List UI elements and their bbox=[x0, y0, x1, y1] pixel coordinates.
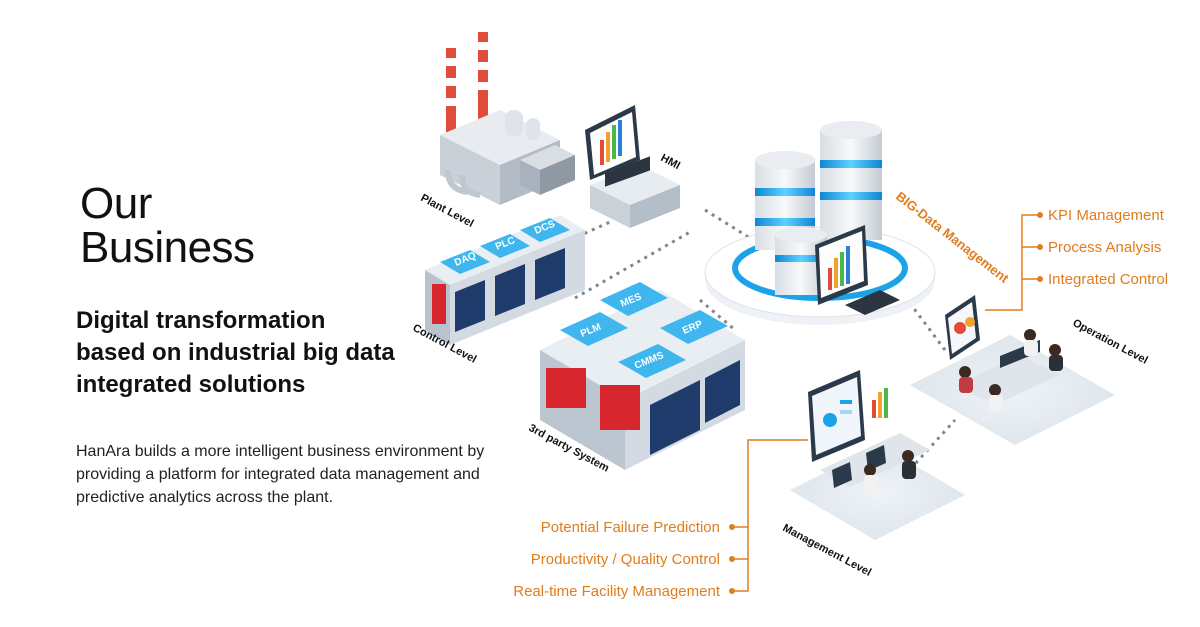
title-line-1: Our bbox=[80, 179, 152, 228]
chip-plm: PLM bbox=[560, 312, 628, 346]
third-party-modules: MES PLM ERP CMMS bbox=[540, 282, 745, 470]
link-control-bigdata bbox=[574, 230, 691, 300]
subtitle: Digital transformation based on industri… bbox=[76, 307, 395, 398]
feature-integrated-control: Integrated Control bbox=[1048, 271, 1168, 288]
chip-daq: DAQ bbox=[440, 250, 490, 274]
feature-potential-failure-prediction: Potential Failure Prediction bbox=[541, 519, 720, 536]
big-data-servers bbox=[704, 121, 936, 325]
title-line-2: Business bbox=[80, 223, 255, 272]
operation-level-label: Operation Level bbox=[1071, 317, 1150, 367]
control-level-modules: DAQ PLC DCS bbox=[425, 215, 585, 345]
feature-kpi-management: KPI Management bbox=[1048, 207, 1165, 224]
management-feature-dots bbox=[729, 524, 735, 594]
feature-productivity-quality-control: Productivity / Quality Control bbox=[531, 551, 720, 568]
chip-plc: PLC bbox=[480, 234, 530, 258]
data-links bbox=[569, 208, 957, 477]
feature-realtime-facility-management: Real-time Facility Management bbox=[513, 583, 721, 600]
chip-erp: ERP bbox=[660, 310, 728, 344]
page-title: Our Business bbox=[80, 182, 255, 270]
chip-mes: MES bbox=[600, 282, 668, 316]
plant-level-label: Plant Level bbox=[419, 192, 476, 230]
factory-icon bbox=[440, 32, 575, 205]
operation-feature-dots bbox=[1037, 212, 1043, 282]
operation-level-scene bbox=[910, 295, 1115, 445]
link-hmi-bigdata bbox=[704, 208, 751, 240]
management-features-bracket bbox=[732, 439, 808, 592]
management-level-scene bbox=[790, 370, 965, 540]
description: HanAra builds a more intelligent busines… bbox=[76, 443, 485, 506]
feature-process-analysis: Process Analysis bbox=[1048, 239, 1161, 256]
chip-cmms: CMMS bbox=[618, 344, 686, 378]
hmi-icon bbox=[585, 105, 680, 228]
hmi-label: HMI bbox=[659, 152, 682, 172]
chip-dcs: DCS bbox=[520, 218, 570, 242]
